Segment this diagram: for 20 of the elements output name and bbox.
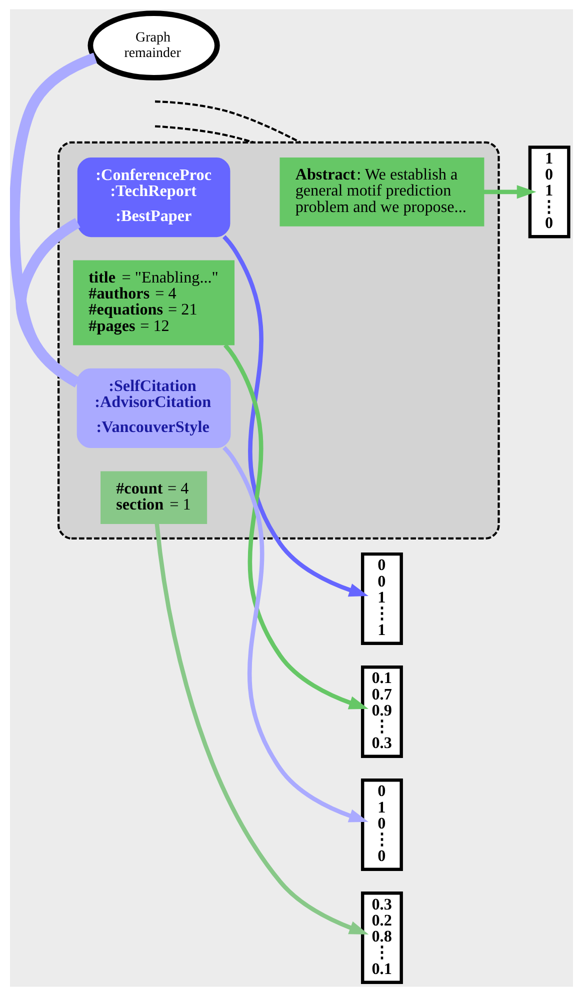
- arrow: [222, 446, 368, 822]
- arrow: [222, 343, 368, 709]
- arrow: [222, 234, 368, 596]
- node-box: 0 1 0 ⋮ 0: [360, 778, 402, 871]
- connector: [154, 100, 300, 143]
- arrow: [154, 522, 368, 934]
- node-box: 0 0 1 ⋮ 1: [360, 552, 402, 645]
- node-box: title = "Enabling..." #authors = 4 #equations = 21 #pages = 12: [72, 260, 234, 345]
- node-box: 0.3 0.2 0.8 ⋮ 0.1: [360, 890, 402, 984]
- arrow: [483, 184, 536, 198]
- node-box: 0.1 0.7 0.9 ⋮ 0.3: [360, 664, 402, 758]
- connector: [154, 124, 254, 143]
- node-box: 1 0 1 ⋮ 0: [528, 145, 570, 238]
- node-box: Abstract: We establish a general motif prediction problem and we propose...: [279, 156, 484, 226]
- node-box: :SelfCitation :AdvisorCitation :VancouverStyle: [76, 368, 230, 448]
- cluster: [56, 140, 500, 540]
- node-box: #count = 4 section = 1: [100, 470, 207, 524]
- node-ellipse: Graph remainder: [87, 10, 220, 80]
- connector: [10, 52, 97, 387]
- node-box: :ConferenceProc :TechReport :BestPaper: [76, 156, 230, 237]
